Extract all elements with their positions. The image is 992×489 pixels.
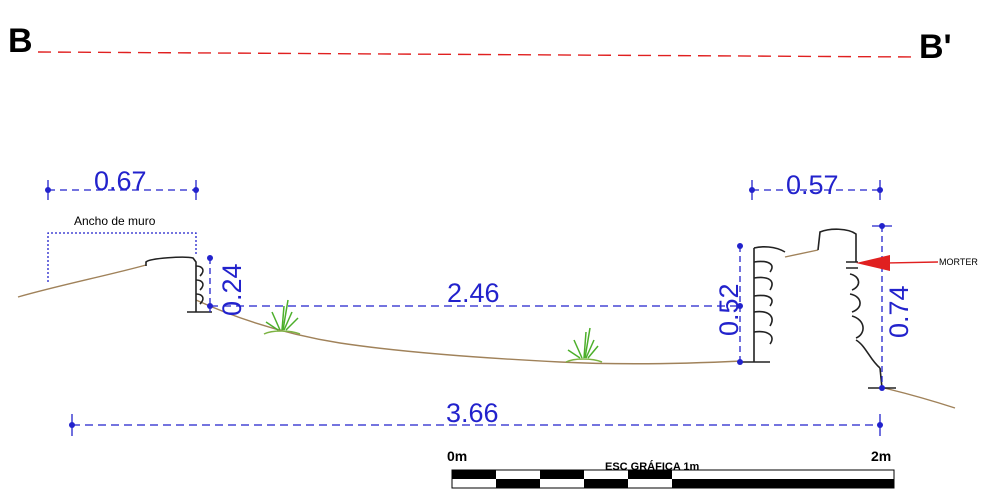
dim-interior-width: 2.46	[447, 278, 500, 308]
dim-total-width: 3.66	[446, 398, 499, 428]
dim-right-wall-width: 0.57	[786, 170, 839, 200]
scale-bar: 0m 2m ESC GRÁFICA 1m	[447, 448, 895, 489]
wall-width-note: Ancho de muro	[74, 214, 156, 228]
mortar-label: MORTER	[939, 257, 978, 267]
dimension-dots	[45, 187, 885, 428]
section-label-right: B'	[919, 28, 952, 66]
section-line	[37, 51, 919, 58]
right-inner-wall	[740, 246, 786, 363]
mortar-arrow	[856, 255, 939, 271]
vegetation-right	[565, 327, 603, 363]
section-cut: B B'	[8, 22, 952, 66]
ground-profile	[17, 249, 956, 409]
dim-left-wall-height: 0.24	[217, 263, 247, 316]
dim-right-inner-height: 0.52	[714, 283, 744, 336]
vegetation-left	[263, 299, 301, 335]
left-wall	[145, 256, 212, 313]
dim-right-outer-height: 0.74	[884, 285, 914, 338]
scale-start-label: 0m	[447, 448, 467, 464]
dim-left-wall-width: 0.67	[94, 166, 147, 196]
right-outer-wall	[817, 228, 896, 389]
scale-end-label: 2m	[871, 448, 891, 464]
section-label-left: B	[8, 22, 33, 60]
